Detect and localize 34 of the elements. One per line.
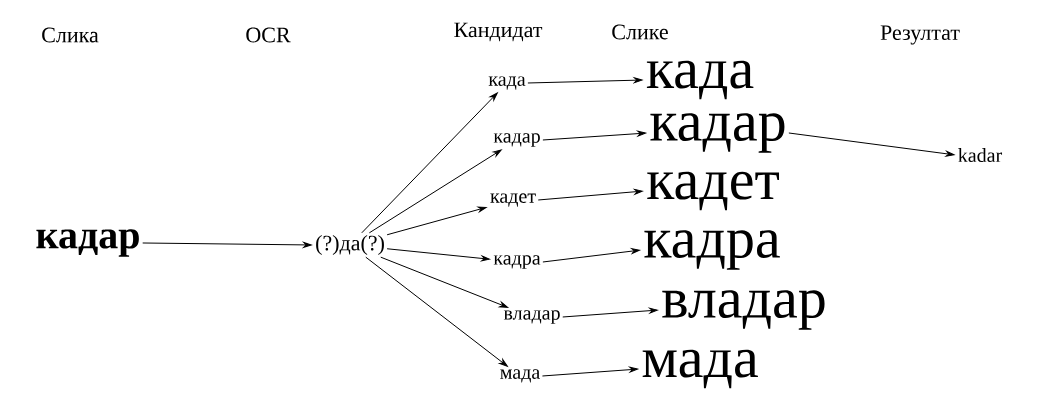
candidate-word: мада <box>500 369 540 383</box>
arrow <box>542 248 640 263</box>
column-heading: Слике <box>612 24 668 40</box>
candidate-word: кадет <box>490 193 536 207</box>
column-heading: Резултат <box>880 25 960 45</box>
arrow <box>542 130 646 141</box>
arrow <box>380 256 509 308</box>
arrow <box>142 241 312 248</box>
rendered-word: када <box>646 60 754 100</box>
candidate-word: кадар <box>493 133 540 147</box>
column-heading: Слика <box>42 27 99 43</box>
rendered-word: владар <box>662 290 825 330</box>
candidate-word: када <box>488 76 526 90</box>
ocr-pattern: (?)да(?) <box>316 235 384 255</box>
candidate-word: владар <box>503 310 560 324</box>
rendered-word: кадар <box>650 113 785 153</box>
arrow <box>365 256 508 367</box>
rendered-word: кадра <box>644 230 780 270</box>
arrow <box>788 132 955 157</box>
arrow <box>562 307 658 318</box>
arrow <box>527 77 643 84</box>
column-heading: OCR <box>246 27 291 43</box>
rendered-word: кадет <box>647 171 779 211</box>
rendered-word: мада <box>642 349 758 389</box>
arrow <box>361 92 498 234</box>
arrow <box>386 206 487 236</box>
arrow <box>537 188 643 201</box>
arrow <box>541 366 638 377</box>
arrow <box>368 149 502 234</box>
arrow <box>386 248 490 262</box>
column-heading: Кандидат <box>454 22 543 42</box>
candidate-word: кадра <box>493 255 541 269</box>
noisy-word: кадар <box>36 229 139 257</box>
result-word: kadar <box>958 147 1003 162</box>
